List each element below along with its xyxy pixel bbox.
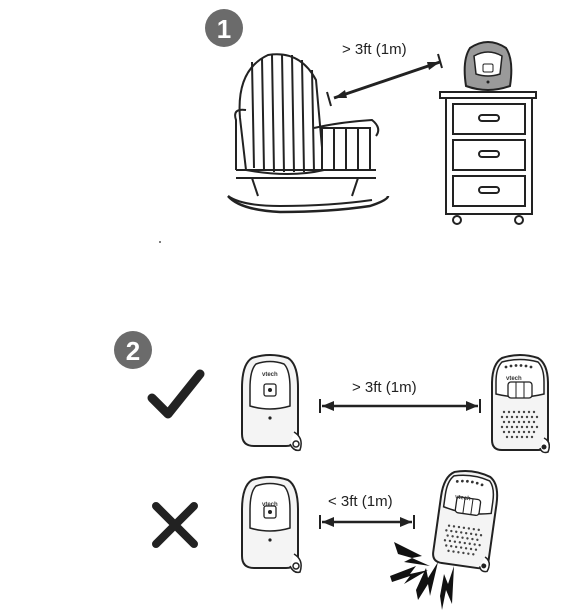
- brand-label: vtech: [262, 502, 278, 508]
- step-1-section: 1: [205, 9, 537, 225]
- feedback-noise-icon: [390, 542, 454, 610]
- cross-mark-icon: [152, 502, 198, 548]
- bad-row-distance-arrow: [319, 515, 415, 529]
- parent-unit-ok-row: vtech: [490, 353, 550, 454]
- brand-label: vtech: [455, 494, 472, 502]
- bad-row-distance-label: < 3ft (1m): [328, 493, 393, 510]
- cradle-illustration: [227, 53, 390, 214]
- step-2-section: 2 vtech > 3ft (1m) vtech vtech: [114, 331, 550, 610]
- step-2-badge: 2: [114, 331, 152, 369]
- baby-unit-on-dresser: [463, 41, 513, 91]
- speck: [159, 241, 161, 243]
- step-2-number: 2: [126, 336, 140, 366]
- brand-label: vtech: [506, 376, 522, 382]
- check-mark-icon: [147, 369, 205, 419]
- step-1-badge: 1: [205, 9, 243, 47]
- parent-unit-bad-row: vtech: [430, 466, 503, 574]
- brand-label: vtech: [262, 372, 278, 378]
- baby-unit-bad-row: vtech: [240, 476, 303, 574]
- step-1-distance-arrow: [326, 53, 443, 107]
- ok-row-distance-label: > 3ft (1m): [352, 379, 417, 396]
- dresser-illustration: [439, 91, 537, 225]
- step-1-number: 1: [217, 14, 231, 44]
- ok-row-distance-arrow: [319, 399, 481, 413]
- step-1-distance-label: > 3ft (1m): [342, 41, 407, 58]
- baby-unit-ok-row: vtech: [240, 354, 303, 452]
